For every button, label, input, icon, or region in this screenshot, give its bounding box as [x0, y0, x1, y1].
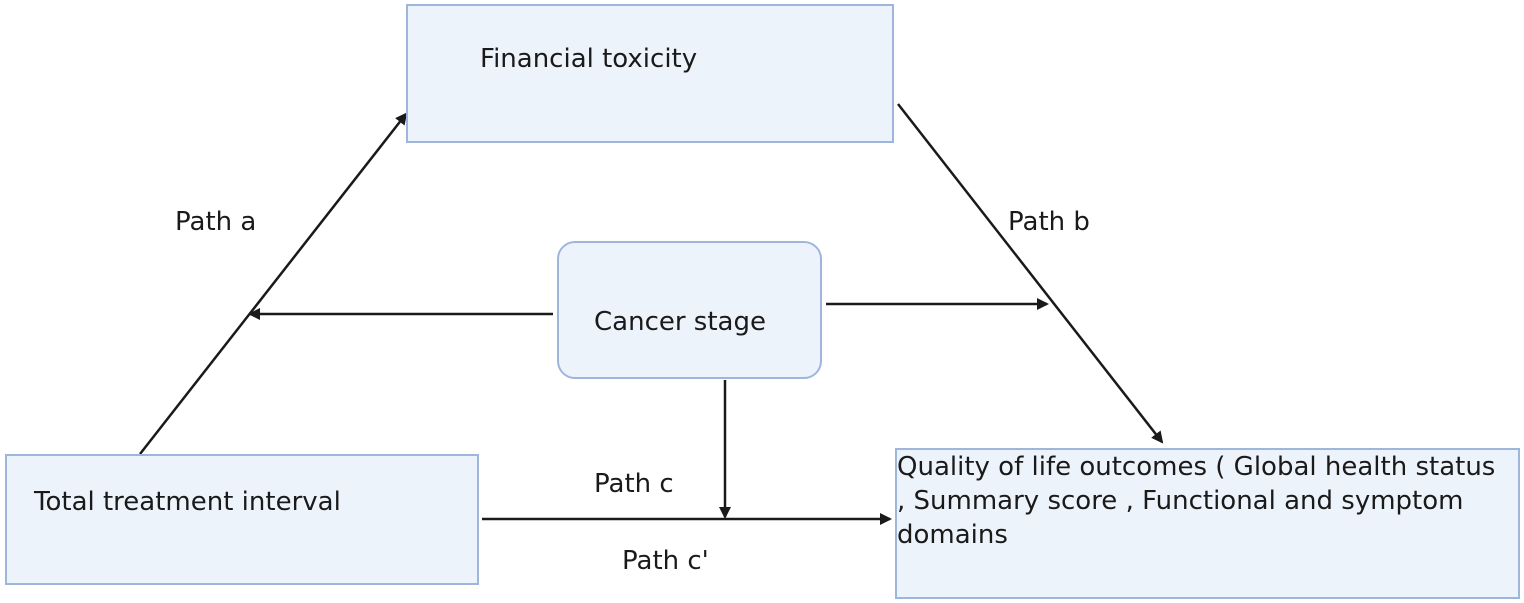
arrow-path-b	[897, 103, 1164, 444]
node-cancer-stage-label: Cancer stage	[594, 307, 766, 337]
label-path-a: Path a	[175, 207, 257, 237]
node-quality-of-life: Quality of life outcomes ( Global health…	[895, 448, 1520, 599]
node-cancer-stage: Cancer stage	[557, 241, 822, 379]
node-total-treatment-interval-label: Total treatment interval	[34, 487, 341, 517]
node-financial-toxicity-label: Financial toxicity	[480, 44, 698, 74]
node-quality-of-life-label: Quality of life outcomes ( Global health…	[897, 452, 1496, 550]
arrow-path-a	[139, 112, 408, 455]
node-total-treatment-interval: Total treatment interval	[5, 454, 479, 585]
label-path-b: Path b	[1008, 207, 1090, 237]
label-path-c-prime: Path c'	[622, 546, 709, 576]
label-path-c: Path c	[594, 469, 674, 499]
node-financial-toxicity: Financial toxicity	[406, 4, 894, 143]
